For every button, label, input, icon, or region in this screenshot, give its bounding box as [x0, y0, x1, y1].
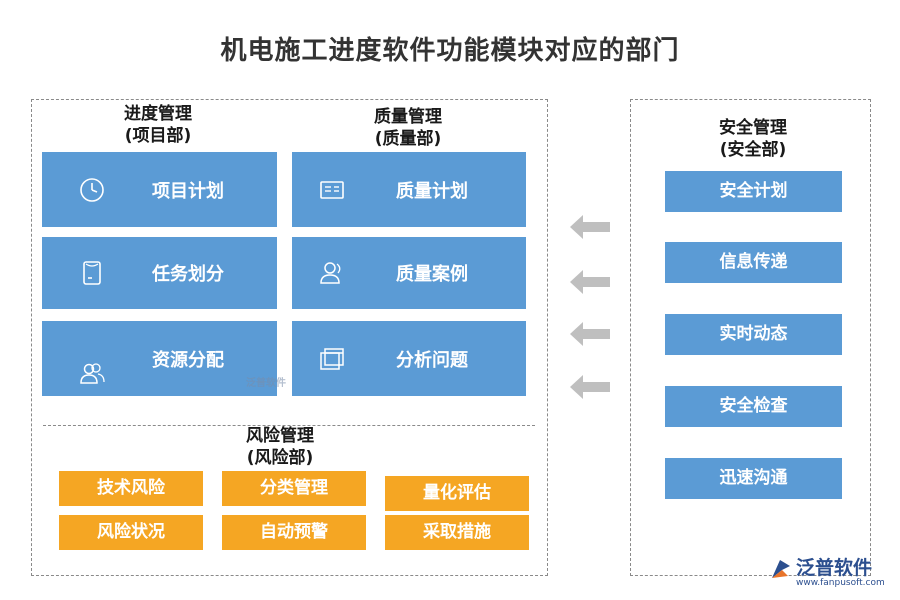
quality-heading-title: 质量管理 [374, 107, 442, 127]
document-icon [83, 261, 101, 285]
safety-item-realtime[interactable]: 实时动态 [665, 314, 842, 355]
quality-card-plan[interactable]: 质量计划 [292, 152, 526, 227]
quality-card-analysis-label: 分析问题 [396, 349, 468, 371]
watermark: 泛普软件 [246, 378, 286, 389]
risk-item-alert[interactable]: 自动预警 [222, 515, 366, 550]
progress-heading-dept: (项目部) [124, 126, 192, 146]
risk-item-status[interactable]: 风险状况 [59, 515, 203, 550]
brand-logo: 泛普软件 www.fanpusoft.com [766, 553, 891, 593]
arrow-left-icon [570, 215, 610, 239]
safety-heading-title: 安全管理 [719, 118, 787, 138]
arrow-left-icon [570, 322, 610, 346]
risk-item-tech[interactable]: 技术风险 [59, 471, 203, 506]
quality-card-cases-label: 质量案例 [396, 264, 468, 285]
quality-heading: 质量管理 (质量部) [343, 106, 473, 150]
safety-heading-dept: (安全部) [719, 140, 787, 160]
risk-item-quantify[interactable]: 量化评估 [385, 476, 529, 511]
arrow-left-icon [570, 375, 610, 399]
safety-item-communicate[interactable]: 迅速沟通 [665, 458, 842, 499]
quality-heading-dept: (质量部) [374, 129, 442, 149]
left-panel [31, 99, 548, 576]
users-icon [80, 363, 105, 384]
progress-card-tasks[interactable]: 任务划分 [42, 237, 277, 309]
clock-icon [80, 177, 104, 202]
page-title: 机电施工进度软件功能模块对应的部门 [220, 36, 680, 66]
progress-card-tasks-label: 任务划分 [152, 264, 224, 285]
quality-card-cases[interactable]: 质量案例 [292, 237, 526, 309]
windows-icon [320, 347, 344, 370]
risk-heading-dept: (风险部) [246, 448, 314, 468]
safety-item-info[interactable]: 信息传递 [665, 242, 842, 283]
progress-card-resources-label: 资源分配 [152, 349, 224, 371]
safety-item-plan[interactable]: 安全计划 [665, 171, 842, 212]
arrow-left-icon [570, 270, 610, 294]
brand-logo-icon [772, 560, 790, 578]
risk-heading: 风险管理 (风险部) [215, 425, 345, 469]
user-icon [320, 262, 341, 284]
safety-heading: 安全管理 (安全部) [688, 117, 818, 161]
progress-card-plan-label: 项目计划 [152, 180, 224, 202]
calendar-icon [320, 180, 344, 199]
progress-card-plan[interactable]: 项目计划 [42, 152, 277, 227]
progress-heading-title: 进度管理 [124, 104, 192, 124]
risk-heading-title: 风险管理 [246, 426, 314, 446]
brand-logo-url: www.fanpusoft.com [796, 578, 885, 588]
progress-heading: 进度管理 (项目部) [93, 103, 223, 147]
progress-card-resources[interactable]: 资源分配 [42, 321, 277, 396]
section-divider [43, 425, 535, 426]
risk-item-measures[interactable]: 采取措施 [385, 515, 529, 550]
quality-card-analysis[interactable]: 分析问题 [292, 321, 526, 396]
risk-item-classify[interactable]: 分类管理 [222, 471, 366, 506]
brand-logo-name: 泛普软件 [796, 557, 873, 579]
quality-card-plan-label: 质量计划 [396, 180, 468, 202]
right-panel [630, 99, 871, 576]
safety-item-inspect[interactable]: 安全检查 [665, 386, 842, 427]
